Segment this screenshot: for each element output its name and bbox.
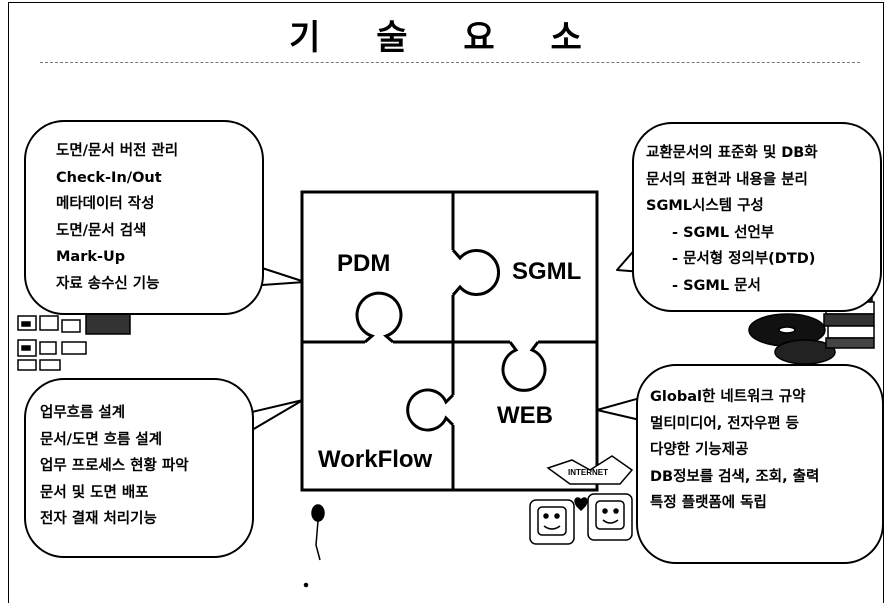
- pdm-knob: [355, 291, 403, 344]
- workflow-item: 전자 결재 처리기능: [40, 511, 157, 527]
- workflow-knob: [406, 388, 455, 432]
- title-divider: [40, 62, 860, 63]
- sgml-item: - SGML 선언부: [672, 224, 775, 241]
- person-clipart: [303, 504, 325, 588]
- sgml-feature-bubble: 교환문서의 표준화 및 DB화 문서의 표현과 내용을 분리 SGML시스템 구…: [632, 122, 882, 312]
- pdm-item: 메타데이터 작성: [56, 196, 155, 212]
- sgml-item: SGML시스템 구성: [646, 198, 764, 214]
- sgml-item: 문서의 표현과 내용을 분리: [646, 171, 808, 188]
- computer-clipart: [17, 311, 131, 371]
- pdm-item: Mark-Up: [56, 249, 126, 265]
- pdm-item: 도면/문서 버전 관리: [56, 143, 179, 159]
- web-feature-bubble: Global한 네트워크 규약 멀티미디어, 전자우편 등 다양한 기능제공 D…: [636, 364, 884, 564]
- web-item: DB정보를 검색, 조회, 출력: [650, 468, 820, 485]
- internet-sign-text: INTERNET: [568, 468, 608, 477]
- web-item: 특정 플랫폼에 독립: [650, 495, 767, 511]
- workflow-item: 업무흐름 설계: [40, 405, 126, 421]
- diagram-frame: [8, 2, 884, 603]
- pdm-item: Check-In/Out: [56, 169, 162, 186]
- web-item: Global한 네트워크 규약: [650, 389, 806, 405]
- sgml-item: - 문서형 정의부(DTD): [672, 251, 816, 267]
- workflow-callout-tail: [251, 399, 304, 431]
- pdm-callout-tail: [261, 267, 306, 286]
- web-item: 멀티미디어, 전자우편 등: [650, 415, 800, 432]
- workflow-item: 문서 및 도면 배포: [40, 484, 149, 501]
- web-callout-tail: [596, 397, 641, 421]
- pdm-feature-bubble: 도면/문서 버전 관리 Check-In/Out 메타데이터 작성 도면/문서 …: [24, 120, 264, 315]
- workflow-label: WorkFlow: [318, 446, 433, 473]
- workflow-item: 업무 프로세스 현황 파악: [40, 458, 189, 474]
- pdm-item: 자료 송수신 기능: [56, 275, 160, 292]
- pdm-item: 도면/문서 검색: [56, 222, 147, 239]
- workflow-item: 문서/도면 흐름 설계: [40, 431, 163, 448]
- web-label: WEB: [497, 402, 553, 429]
- workflow-feature-bubble: 업무흐름 설계 문서/도면 흐름 설계 업무 프로세스 현황 파악 문서 및 도…: [24, 378, 254, 558]
- web-item: 다양한 기능제공: [650, 442, 749, 458]
- page-title: 기 술 요 소: [289, 18, 604, 58]
- sgml-label: SGML: [512, 258, 582, 285]
- sgml-knob: [451, 249, 501, 296]
- web-knob: [501, 341, 547, 392]
- internet-faces-clipart: [529, 455, 634, 545]
- sgml-item: 교환문서의 표준화 및 DB화: [646, 145, 818, 161]
- pdm-label: PDM: [337, 250, 391, 277]
- sgml-item: - SGML 문서: [672, 277, 761, 294]
